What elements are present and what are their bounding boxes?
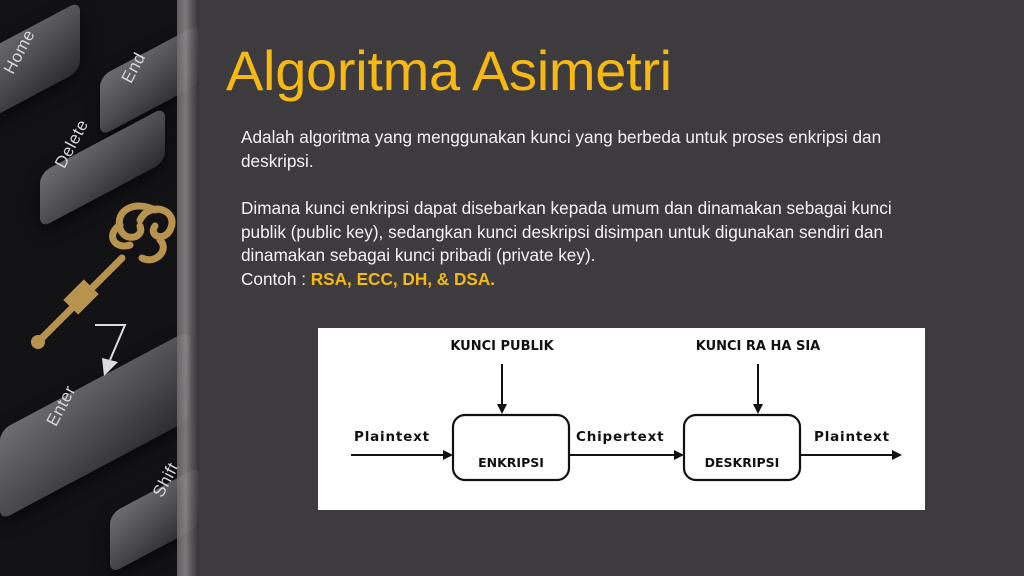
asymmetric-encryption-diagram: KUNCI PUBLIK KUNCI RA HA SIA ENKRIPSI DE… bbox=[318, 328, 925, 510]
paragraph-2-line-2: publik (public key), sedangkan kunci des… bbox=[241, 221, 884, 242]
paragraph-1-line-1: Adalah algoritma yang menggunakan kunci … bbox=[241, 127, 882, 147]
golden-key-icon bbox=[31, 202, 176, 349]
example-line: Contoh : RSA, ECC, DH, & DSA. bbox=[241, 268, 1011, 292]
example-label: Contoh : bbox=[241, 268, 311, 289]
public-key-label: KUNCI PUBLIK bbox=[450, 339, 554, 354]
example-values: RSA, ECC, DH, & DSA. bbox=[310, 268, 496, 289]
enter-arrow-icon bbox=[95, 324, 127, 376]
decrypt-box bbox=[682, 413, 802, 482]
encrypt-box bbox=[451, 413, 571, 482]
encrypt-box-label: ENKRIPSI bbox=[478, 455, 544, 470]
photo-edge bbox=[177, 0, 199, 576]
slide-title: Algoritma Asimetri bbox=[226, 39, 672, 102]
paragraph-1-line-2: deskripsi. bbox=[241, 150, 314, 171]
decrypt-box-label: DESKRIPSI bbox=[705, 455, 780, 470]
secret-key-label: KUNCI RA HA SIA bbox=[696, 339, 821, 354]
output-plaintext-label: Plaintext bbox=[814, 429, 890, 445]
slide-body: Adalah algoritma yang menggunakan kunci … bbox=[241, 126, 1011, 291]
keyboard-key-photo: Home End Delete Enter Shift bbox=[0, 0, 199, 576]
paragraph-2-line-3: dinamakan sebagai kunci pribadi (private… bbox=[241, 245, 596, 265]
ciphertext-label: Chipertext bbox=[576, 429, 664, 445]
input-plaintext-label: Plaintext bbox=[354, 429, 430, 445]
paragraph-2-line-1: Dimana kunci enkripsi dapat disebarkan k… bbox=[241, 198, 892, 218]
